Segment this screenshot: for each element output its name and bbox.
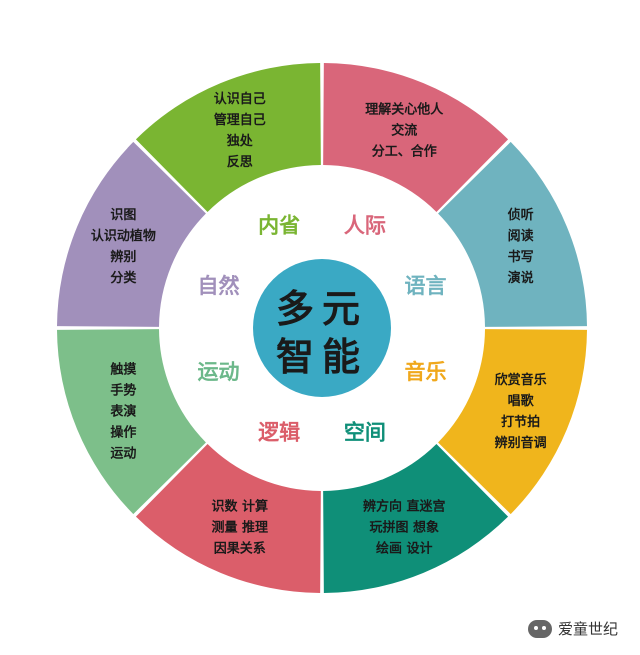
segment-line: 反思: [227, 154, 253, 170]
segment-bodily: [57, 329, 206, 515]
label-music: 音乐: [404, 359, 446, 384]
segment-interpersonal: [323, 63, 509, 212]
segment-line: 因果关系: [214, 541, 266, 557]
center-circle: [253, 259, 391, 397]
label-interpersonal: 人际: [344, 213, 386, 238]
segment-line: 手势: [110, 382, 136, 398]
segment-line: 唱歌: [508, 393, 535, 409]
label-intrapersonal: 内省: [258, 213, 300, 238]
segment-line: 侦听: [507, 207, 534, 223]
brand-watermark: 爱童世纪: [527, 618, 618, 639]
segment-line: 认识动植物: [91, 228, 156, 244]
segment-line: 绘画 设计: [376, 541, 433, 557]
wechat-icon: [527, 619, 552, 638]
segment-line: 管理自己: [214, 112, 266, 128]
label-naturalist: 自然: [198, 273, 240, 298]
segment-line: 阅读: [508, 228, 534, 244]
segment-line: 理解关心他人: [365, 101, 444, 117]
segment-language: [438, 141, 587, 327]
segment-music: [438, 329, 587, 515]
segment-line: 操作: [110, 424, 136, 440]
center-title-line2: 智能: [276, 334, 368, 379]
segment-line: 辨别: [110, 249, 136, 265]
segment-logic: [135, 444, 321, 593]
segment-line: 打节拍: [501, 414, 540, 430]
segment-naturalist: [57, 141, 206, 327]
segment-line: 玩拼图 想象: [370, 520, 440, 536]
label-bodily: 运动: [198, 359, 240, 384]
label-logic: 逻辑: [258, 419, 300, 444]
segment-intrapersonal: [135, 63, 321, 212]
label-spatial: 空间: [344, 419, 386, 444]
center-title-line1: 多元: [276, 286, 368, 331]
segment-line: 书写: [508, 249, 534, 265]
segment-line: 识数 计算: [211, 499, 268, 515]
segment-line: 交流: [391, 122, 417, 138]
segment-line: 辨别音调: [495, 435, 547, 451]
segment-line: 识图: [110, 208, 136, 223]
segment-line: 运动: [110, 446, 136, 461]
segment-line: 演说: [508, 270, 534, 286]
segment-spatial: [323, 444, 509, 593]
brand-name: 爱童世纪: [557, 620, 618, 638]
segment-line: 欣赏音乐: [495, 372, 547, 388]
segment-line: 独处: [227, 133, 254, 149]
segment-line: 辨方向 直迷宫: [363, 499, 446, 515]
label-language: 语言: [404, 273, 446, 298]
segment-line: 认识自己: [214, 91, 266, 107]
segment-line: 分工、合作: [372, 143, 437, 159]
segment-line: 触摸: [109, 361, 136, 377]
segment-line: 测量 推理: [211, 520, 268, 536]
segment-line: 表演: [109, 403, 136, 419]
segment-line: 分类: [110, 270, 137, 286]
